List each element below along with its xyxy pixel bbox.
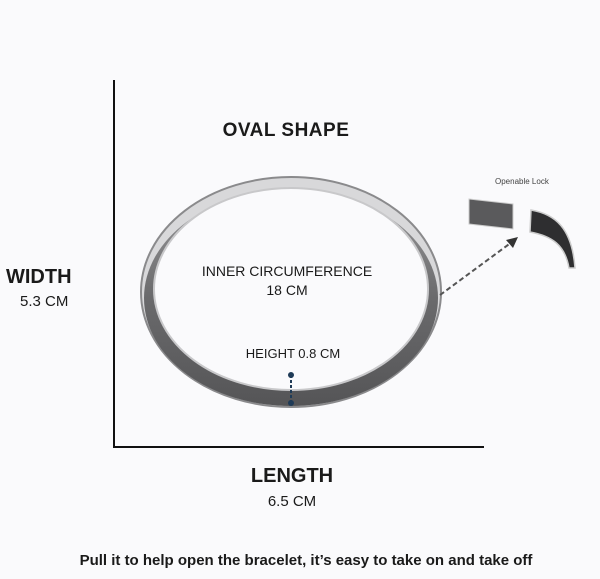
openable-lock-illustration	[468, 198, 576, 269]
width-label: WIDTH	[6, 266, 72, 288]
inner-circumference-value: 18 CM	[266, 282, 308, 298]
height-label: HEIGHT 0.8 CM	[245, 346, 341, 361]
openable-lock-label: Openable Lock	[495, 177, 549, 186]
inner-circumference: INNER CIRCUMFERENCE 18 CM	[0, 262, 574, 300]
inner-circumference-label: INNER CIRCUMFERENCE	[201, 263, 373, 279]
width-value: 5.3 CM	[20, 293, 69, 310]
length-value: 6.5 CM	[267, 493, 317, 510]
height-marker	[288, 372, 294, 406]
caption: Pull it to help open the bracelet, it’s …	[79, 552, 533, 569]
oval-bracelet	[140, 176, 442, 408]
diagram-title: OVAL SHAPE	[222, 120, 350, 141]
lock-arrow	[439, 237, 518, 296]
length-label: LENGTH	[250, 465, 334, 487]
